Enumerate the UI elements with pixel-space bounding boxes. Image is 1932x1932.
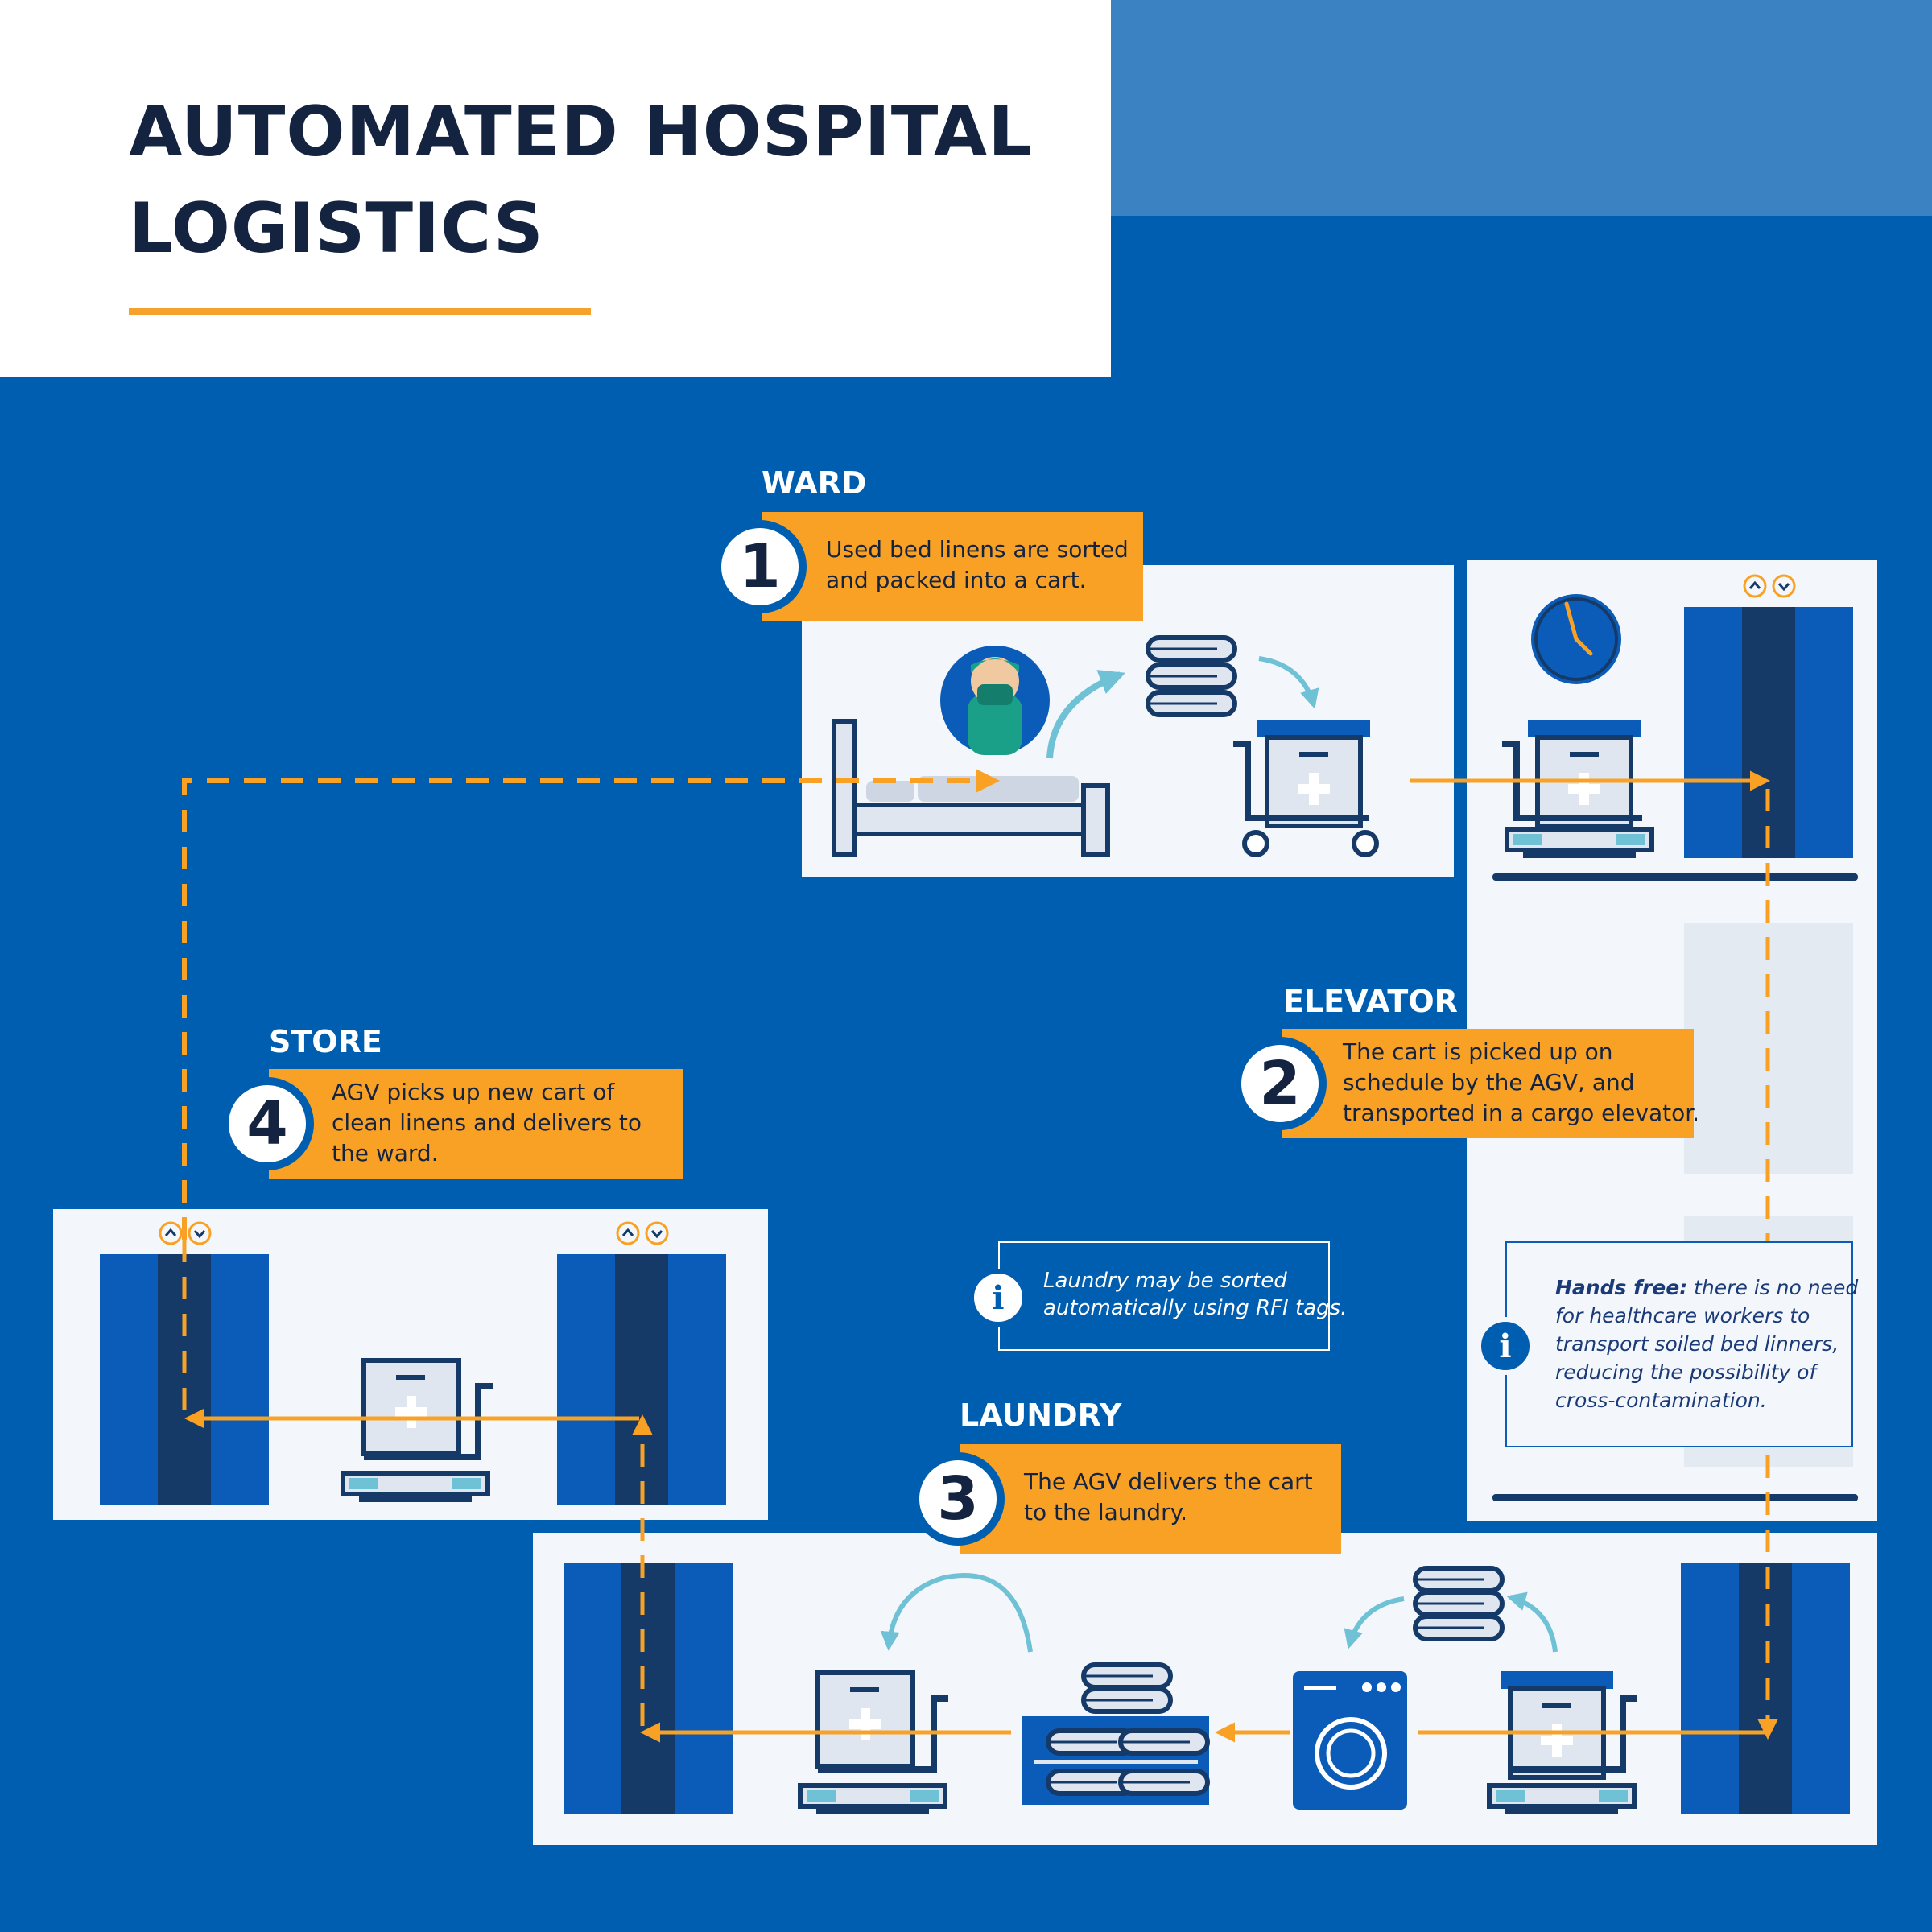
hands-free-line-2: for healthcare workers to xyxy=(1555,1304,1810,1327)
step-2-text: The cart is picked up on schedule by the… xyxy=(1343,1037,1699,1129)
floor-line-lower xyxy=(1492,1494,1858,1501)
title-underline xyxy=(129,308,591,315)
label-ward: WARD xyxy=(762,465,867,501)
flow-store-to-ward xyxy=(182,769,1000,1240)
label-elevator: ELEVATOR xyxy=(1283,984,1458,1019)
step-1-number: 1 xyxy=(713,520,807,613)
info-icon-dark: i xyxy=(1476,1317,1534,1375)
floor-line-upper xyxy=(1492,873,1858,881)
incoming-cart-icon xyxy=(1489,1671,1637,1814)
clock-icon xyxy=(1531,594,1621,684)
step-1-box xyxy=(762,512,1143,621)
step-3-text: The AGV delivers the cart to the laundry… xyxy=(1024,1467,1313,1528)
step-3-box xyxy=(960,1444,1341,1554)
step-2-line-2: schedule by the AGV, and xyxy=(1343,1069,1635,1096)
sorted-linens-icon xyxy=(1415,1568,1502,1639)
hands-free-line-4: reducing the possibility of xyxy=(1555,1360,1817,1384)
hands-free-line-1: Hands free: there is no need xyxy=(1555,1274,1858,1302)
step-4-number: 4 xyxy=(221,1077,314,1170)
header-accent-band xyxy=(1111,0,1932,216)
hands-free-note-box xyxy=(1505,1241,1853,1447)
hands-free-line-5: cross-contamination. xyxy=(1555,1389,1767,1412)
hands-free-first-rest: there is no need xyxy=(1687,1276,1859,1299)
agv-cart-icon xyxy=(1502,720,1652,858)
info-icon: i xyxy=(969,1269,1027,1327)
hands-free-line-3: transport soiled bed linners, xyxy=(1555,1332,1839,1356)
linen-shelf-icon xyxy=(1022,1665,1209,1805)
step-4-line-2: clean linens and delivers to xyxy=(332,1109,642,1136)
laundry-elevator-left-icon xyxy=(564,1563,733,1814)
title-line-2: LOGISTICS xyxy=(129,188,544,269)
pack-arrow-icon xyxy=(1258,656,1319,709)
unload-arrow-icon xyxy=(1506,1591,1558,1653)
elevator-top-icon xyxy=(1684,574,1853,858)
step-2-line-1: The cart is picked up on xyxy=(1343,1038,1613,1065)
hands-free-bold: Hands free: xyxy=(1555,1276,1688,1299)
step-2-box xyxy=(1282,1029,1694,1138)
rfid-note-line-1: Laundry may be sorted xyxy=(1043,1269,1287,1293)
step-4-box xyxy=(269,1069,683,1179)
rfid-note-line-2: automatically using RFI tags. xyxy=(1043,1296,1348,1320)
step-1-line-1: Used bed linens are sorted xyxy=(826,536,1129,563)
label-store: STORE xyxy=(269,1024,382,1059)
load-arrow-icon xyxy=(880,1572,1033,1653)
step-4-line-3: the ward. xyxy=(332,1140,439,1166)
pickup-arrow-icon xyxy=(1046,670,1125,759)
step-3-line-2: to the laundry. xyxy=(1024,1499,1188,1525)
step-1-line-2: and packed into a cart. xyxy=(826,567,1087,593)
linen-cart-icon xyxy=(1233,720,1379,857)
outgoing-cart-icon xyxy=(800,1670,948,1814)
step-3-line-1: The AGV delivers the cart xyxy=(1024,1468,1313,1495)
label-laundry: LAUNDRY xyxy=(960,1397,1122,1433)
folded-linens-icon xyxy=(1148,638,1235,715)
step-4-line-1: AGV picks up new cart of xyxy=(332,1079,615,1105)
laundry-elevator-right-icon xyxy=(1681,1563,1850,1814)
rfid-note-text: Laundry may be sorted automatically usin… xyxy=(1043,1267,1347,1322)
step-3-number: 3 xyxy=(911,1452,1005,1546)
title-line-1: AUTOMATED HOSPITAL xyxy=(129,92,1034,172)
step-4-text: AGV picks up new cart of clean linens an… xyxy=(332,1077,642,1169)
sort-arrow-icon xyxy=(1344,1596,1405,1649)
page-title: AUTOMATED HOSPITAL LOGISTICS xyxy=(129,84,1033,277)
clean-linen-agv-icon xyxy=(343,1358,493,1502)
step-2-line-3: transported in a cargo elevator. xyxy=(1343,1100,1700,1126)
nurse-avatar-icon xyxy=(940,646,1050,755)
hands-free-note-text: Hands free: there is no need for healthc… xyxy=(1555,1274,1858,1414)
step-2-number: 2 xyxy=(1233,1037,1327,1130)
step-1-text: Used bed linens are sorted and packed in… xyxy=(826,535,1129,596)
washing-machine-icon xyxy=(1293,1671,1407,1810)
